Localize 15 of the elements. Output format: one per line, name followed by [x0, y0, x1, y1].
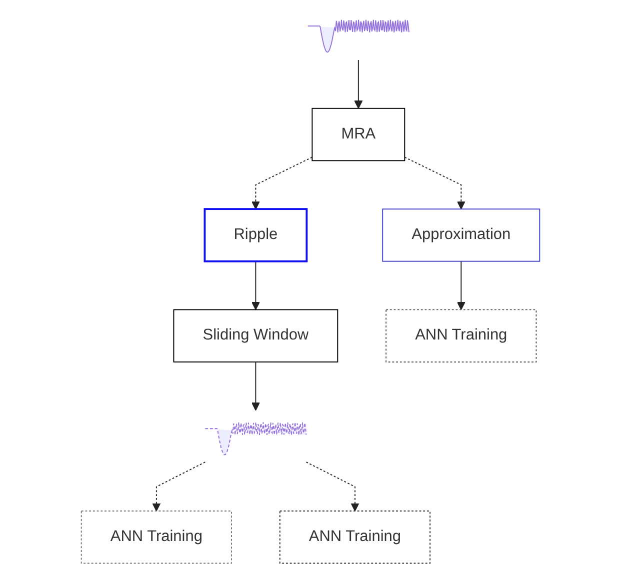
- arrow: [251, 361, 260, 411]
- arrow: [251, 260, 260, 310]
- node-box: Ripple: [204, 208, 308, 262]
- node-box: ANN Training: [279, 510, 431, 564]
- node-box: Sliding Window: [173, 309, 338, 362]
- node-box: Approximation: [382, 208, 540, 262]
- arrow: [306, 462, 360, 512]
- arrow: [251, 156, 313, 210]
- node-box: MRA: [312, 108, 406, 162]
- arrow: [354, 60, 363, 109]
- arrow: [152, 462, 206, 512]
- node-box: ANN Training: [80, 510, 232, 564]
- node-box: ANN Training: [386, 309, 537, 362]
- arrow: [456, 260, 466, 310]
- arrow: [404, 156, 466, 210]
